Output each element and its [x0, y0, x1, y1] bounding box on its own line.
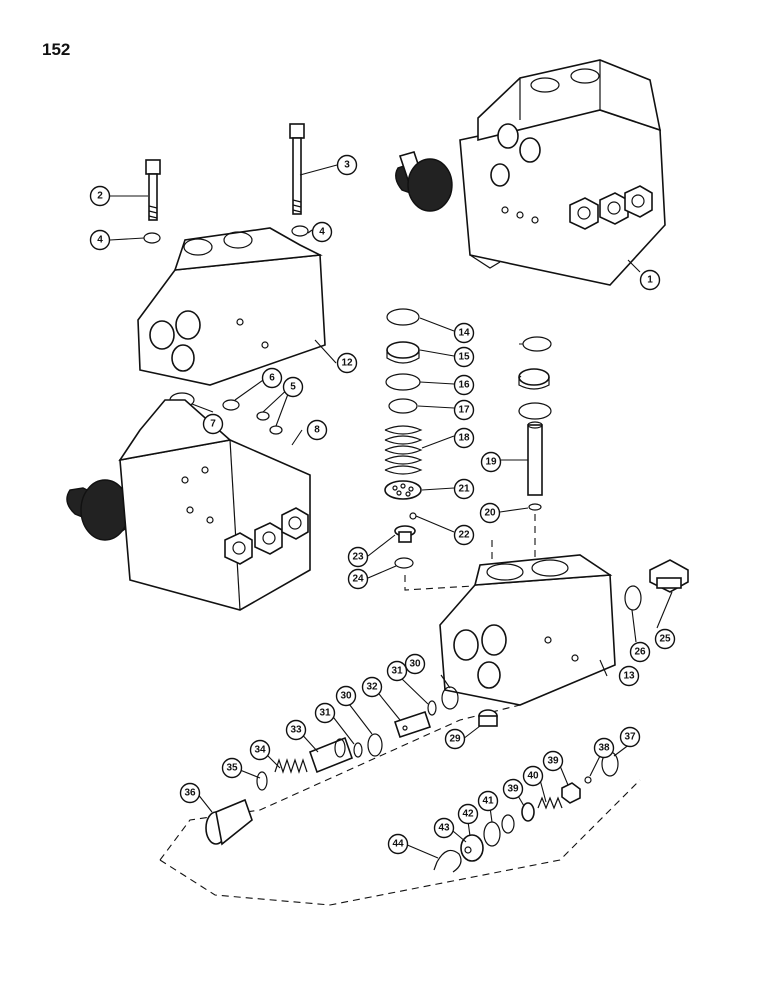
bolt-2 [145, 159, 161, 221]
svg-text:42: 42 [462, 809, 474, 820]
svg-text:35: 35 [226, 763, 238, 774]
callout-36: 36 [179, 782, 201, 804]
svg-text:1: 1 [647, 275, 653, 286]
svg-text:30: 30 [340, 691, 352, 702]
callout-39a: 39 [542, 750, 564, 772]
callouts: 1 2 3 4 4 5 6 7 8 12 13 14 14 15 15 16 1… [89, 154, 676, 855]
svg-text:4: 4 [319, 227, 325, 238]
plug-25-oring-26 [624, 559, 689, 611]
callout-39b: 39 [502, 778, 524, 800]
callout-43: 43 [433, 817, 455, 839]
callout-1: 1 [639, 269, 661, 291]
callout-3: 3 [336, 154, 358, 176]
callout-31a: 31 [386, 660, 408, 682]
callout-13: 13 [618, 665, 640, 687]
callout-18: 18 [453, 427, 475, 449]
callout-15a: 15 [453, 346, 475, 368]
lower-valve-parts [159, 686, 641, 906]
callout-35: 35 [221, 757, 243, 779]
svg-text:31: 31 [319, 708, 331, 719]
svg-text:30: 30 [409, 659, 421, 670]
callout-42: 42 [457, 803, 479, 825]
svg-text:39: 39 [547, 756, 559, 767]
callout-41: 41 [477, 790, 499, 812]
callout-24: 24 [347, 568, 369, 590]
callout-37: 37 [619, 726, 641, 748]
svg-text:12: 12 [341, 358, 353, 369]
callout-21: 21 [453, 478, 475, 500]
svg-text:25: 25 [659, 634, 671, 645]
svg-text:17: 17 [458, 405, 470, 416]
callout-5: 5 [282, 376, 304, 398]
callout-32: 32 [361, 676, 383, 698]
callout-25: 25 [654, 628, 676, 650]
svg-text:37: 37 [624, 732, 636, 743]
svg-text:40: 40 [527, 771, 539, 782]
svg-text:29: 29 [449, 734, 461, 745]
svg-text:16: 16 [458, 380, 470, 391]
callout-12: 12 [336, 352, 358, 374]
svg-text:20: 20 [484, 508, 496, 519]
callout-14a: 14 [453, 322, 475, 344]
callout-16a: 16 [453, 374, 475, 396]
svg-text:8: 8 [314, 425, 320, 436]
svg-text:4: 4 [97, 235, 103, 246]
callout-31b: 31 [314, 702, 336, 724]
callout-30a: 30 [404, 653, 426, 675]
svg-text:22: 22 [458, 530, 470, 541]
svg-text:26: 26 [634, 647, 646, 658]
svg-text:15: 15 [458, 352, 470, 363]
svg-text:33: 33 [290, 725, 302, 736]
callout-17: 17 [453, 399, 475, 421]
callout-2: 2 [89, 185, 111, 207]
callout-26: 26 [629, 641, 651, 663]
bolt-3 [289, 123, 305, 215]
svg-text:24: 24 [352, 574, 364, 585]
valve-section-13 [439, 554, 616, 706]
svg-text:23: 23 [352, 552, 364, 563]
svg-text:2: 2 [97, 191, 103, 202]
callout-33: 33 [285, 719, 307, 741]
svg-text:18: 18 [458, 433, 470, 444]
callout-19: 19 [480, 451, 502, 473]
svg-text:14: 14 [458, 328, 470, 339]
svg-text:3: 3 [344, 160, 350, 171]
callout-30b: 30 [335, 685, 357, 707]
callout-34: 34 [249, 739, 271, 761]
svg-text:41: 41 [482, 796, 494, 807]
callout-6: 6 [261, 367, 283, 389]
callout-8: 8 [306, 419, 328, 441]
callout-38: 38 [593, 737, 615, 759]
page-number: 152 [42, 40, 71, 59]
svg-text:38: 38 [598, 743, 610, 754]
svg-text:21: 21 [458, 484, 470, 495]
callout-4a: 4 [89, 229, 111, 251]
callout-29: 29 [444, 728, 466, 750]
svg-text:44: 44 [392, 839, 404, 850]
callout-7: 7 [202, 413, 224, 435]
callout-40: 40 [522, 765, 544, 787]
valve-assembly-8 [66, 399, 311, 611]
callout-23: 23 [347, 546, 369, 568]
callout-4b: 4 [311, 221, 333, 243]
svg-text:32: 32 [366, 682, 378, 693]
svg-text:39: 39 [507, 784, 519, 795]
valve-assembly-upper [395, 59, 666, 286]
svg-text:19: 19 [485, 457, 497, 468]
svg-text:34: 34 [254, 745, 266, 756]
callout-22: 22 [453, 524, 475, 546]
svg-text:13: 13 [623, 671, 635, 682]
valve-section-12 [137, 227, 326, 386]
svg-text:7: 7 [210, 419, 216, 430]
center-stack-parts [384, 308, 552, 591]
callout-20: 20 [479, 502, 501, 524]
svg-text:6: 6 [269, 373, 275, 384]
svg-text:5: 5 [290, 382, 296, 393]
callout-44: 44 [387, 833, 409, 855]
svg-text:43: 43 [438, 823, 450, 834]
svg-text:31: 31 [391, 666, 403, 677]
svg-text:36: 36 [184, 788, 196, 799]
